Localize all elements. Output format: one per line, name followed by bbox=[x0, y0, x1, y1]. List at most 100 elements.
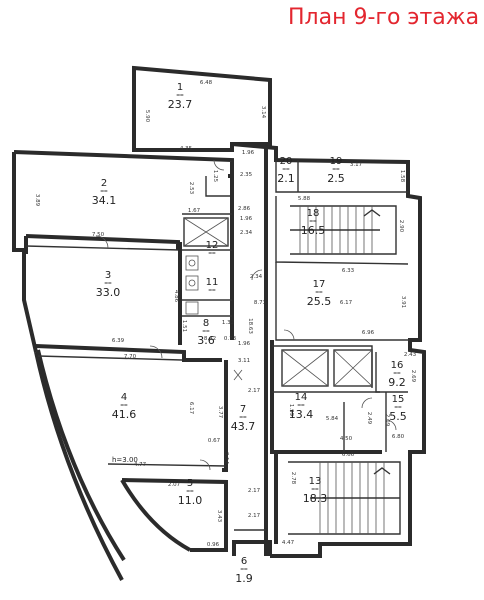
room-area: 23.7 bbox=[168, 98, 193, 111]
dimension-label: 7.70 bbox=[124, 354, 137, 360]
room-eq-mark: == bbox=[297, 402, 305, 409]
outer-walls bbox=[12, 65, 426, 581]
room-16: 16==9.2 bbox=[388, 360, 406, 389]
room-number: 17 bbox=[313, 279, 326, 290]
room-eq-mark: == bbox=[315, 289, 323, 296]
dimension-label: 2.53 bbox=[188, 182, 194, 195]
room-eq-mark: == bbox=[176, 92, 184, 99]
room-number: 19 bbox=[330, 156, 343, 167]
room-eq-mark: == bbox=[393, 370, 401, 377]
room-8: 8==3.6 bbox=[197, 318, 215, 347]
dimension-label: 3.43 bbox=[216, 510, 222, 523]
room-eq-mark: == bbox=[394, 404, 402, 411]
room-number: 8 bbox=[203, 318, 209, 329]
room-number: 20 bbox=[280, 156, 293, 167]
room-area: 33.0 bbox=[96, 286, 121, 299]
room-eq-mark: == bbox=[240, 566, 248, 573]
dimension-label: 1.96 bbox=[240, 216, 253, 222]
dimension-label: 5.90 bbox=[144, 110, 150, 123]
dimension-label: 0.67 bbox=[208, 438, 221, 444]
room-7: 7==43.7 bbox=[231, 404, 256, 433]
dimension-label: 3.77 bbox=[217, 406, 223, 419]
room-eq-mark: == bbox=[100, 188, 108, 195]
room-area: 18.3 bbox=[303, 492, 328, 505]
plumbing-fixtures bbox=[185, 255, 199, 315]
elevator-shafts bbox=[183, 217, 373, 387]
room-area: 2.5 bbox=[327, 172, 345, 185]
room-17: 17==25.5 bbox=[307, 279, 332, 308]
dimension-label: 2.43 bbox=[404, 352, 417, 358]
dimension-label: 3.91 bbox=[400, 296, 406, 308]
plan-title: План 9-го этажа bbox=[288, 5, 480, 30]
room-area: 1.9 bbox=[235, 572, 253, 585]
room-4: 4==41.6 bbox=[112, 392, 137, 421]
stair-18 bbox=[290, 205, 397, 255]
dimension-label: 2.17 bbox=[248, 388, 261, 394]
dimension-label: 2.34 bbox=[240, 230, 253, 236]
room-18: 18==16.5 bbox=[301, 208, 326, 237]
dimension-label: 6.80 bbox=[392, 434, 405, 440]
dimension-label: 3.17 bbox=[350, 162, 363, 168]
room-eq-mark: == bbox=[208, 287, 216, 294]
room-number: 6 bbox=[241, 556, 247, 567]
dimension-label: 1.32 bbox=[222, 320, 234, 326]
room-eq-mark: == bbox=[311, 486, 319, 493]
room-14: 14==13.4 bbox=[289, 392, 314, 421]
room-number: 5 bbox=[187, 478, 193, 489]
dimension-label: 4.77 bbox=[134, 462, 147, 468]
dimension-label: 6.17 bbox=[188, 402, 194, 415]
dimension-label: 4.86 bbox=[173, 290, 179, 303]
room-eq-mark: == bbox=[208, 250, 216, 257]
room-area: 34.1 bbox=[92, 194, 117, 207]
room-number: 7 bbox=[240, 404, 246, 415]
room-eq-mark: == bbox=[282, 166, 290, 173]
room-area: 5.5 bbox=[389, 410, 407, 423]
dimension-label: 2.17 bbox=[248, 513, 261, 519]
room-area: 3.6 bbox=[197, 334, 215, 347]
dimension-label: 2.09 bbox=[384, 414, 390, 427]
dimension-label: 4.35 bbox=[180, 146, 193, 152]
dimension-label: 2.49 bbox=[366, 412, 372, 425]
corridor-marker bbox=[233, 369, 243, 381]
ceiling-height: h=3.00 bbox=[112, 456, 138, 464]
dimension-label: 3.14 bbox=[260, 106, 266, 119]
room-2: 2==34.1 bbox=[92, 178, 117, 207]
dimension-label: 4.50 bbox=[340, 436, 353, 442]
dimension-label: 1.25 bbox=[212, 170, 218, 183]
room-number: 16 bbox=[391, 360, 404, 371]
dimension-label: 18.63 bbox=[247, 318, 253, 334]
room-number: 12 bbox=[206, 240, 219, 251]
dimension-label: 2.17 bbox=[248, 488, 261, 494]
dimension-label: 0.96 bbox=[207, 542, 220, 548]
room-number: 4 bbox=[121, 392, 127, 403]
room-19: 19==2.5 bbox=[327, 156, 345, 185]
room-number: 14 bbox=[295, 392, 308, 403]
room-area: 41.6 bbox=[112, 408, 137, 421]
dimension-label: 6.33 bbox=[342, 268, 355, 274]
room-1: 1==23.7 bbox=[168, 82, 193, 111]
room-eq-mark: == bbox=[332, 166, 340, 173]
room-eq-mark: == bbox=[239, 414, 247, 421]
room-number: 15 bbox=[392, 394, 405, 405]
dimension-label: 8.73 bbox=[254, 300, 267, 306]
room-area: 25.5 bbox=[307, 295, 332, 308]
dimension-label: 6.48 bbox=[200, 80, 213, 86]
stair-13 bbox=[288, 461, 401, 535]
dimension-label: 5.88 bbox=[298, 196, 311, 202]
room-15: 15==5.5 bbox=[389, 394, 407, 423]
room-number: 11 bbox=[206, 277, 219, 288]
room-area: 43.7 bbox=[231, 420, 256, 433]
dimension-label: 3.89 bbox=[34, 194, 40, 207]
dimension-label: 2.35 bbox=[240, 172, 253, 178]
room-area: 9.2 bbox=[388, 376, 406, 389]
room-12: 12== bbox=[206, 240, 219, 257]
dimension-label: 7.50 bbox=[92, 232, 105, 238]
dimension-label: 2.69 bbox=[410, 370, 416, 383]
room-3: 3==33.0 bbox=[96, 270, 121, 299]
dimension-label: 6.96 bbox=[362, 330, 375, 336]
dimension-label: 6.66 bbox=[342, 452, 355, 458]
dimension-label: 3.14 bbox=[223, 452, 229, 465]
room-eq-mark: == bbox=[309, 218, 317, 225]
